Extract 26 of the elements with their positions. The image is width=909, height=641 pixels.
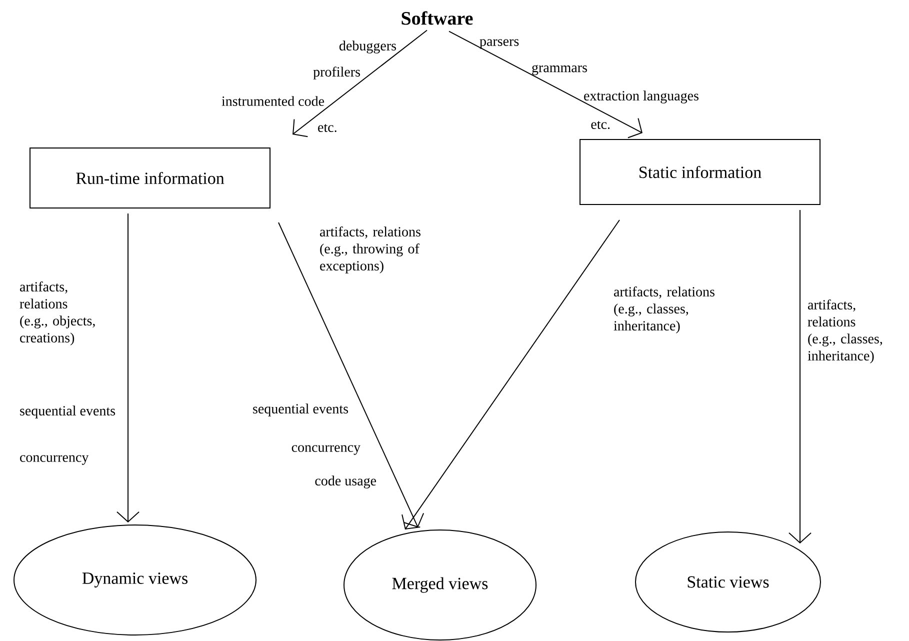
annotation-text: etc. — [591, 120, 610, 130]
annotation-text: profilers — [313, 66, 360, 80]
annotation-text: artifacts, relations (e.g., objects, creations) — [20, 282, 95, 346]
annotation-text: concurrency — [292, 445, 360, 455]
annotation-text: sequential events — [253, 404, 348, 416]
annotation-text: instrumented code — [222, 96, 324, 106]
annotation-text: artifacts, relations (e.g., throwing of exceptions) — [320, 226, 420, 274]
arrow — [278, 222, 424, 528]
process-box: Static information — [580, 139, 820, 205]
arrow — [448, 30, 642, 138]
annotation-text: parsers — [480, 39, 519, 49]
annotation-text: etc. — [318, 124, 336, 132]
arrow — [116, 213, 140, 522]
title-text: Software — [402, 11, 473, 25]
annotation-text: grammars — [532, 64, 587, 76]
process-box: Run-time information — [30, 148, 270, 208]
annotation-text: code usage — [315, 476, 376, 488]
arrow — [402, 220, 620, 530]
annotation-text: extraction languages — [584, 90, 698, 104]
arrow — [788, 210, 812, 544]
annotation-text: debuggers — [339, 40, 396, 54]
annotation-text: sequential events — [20, 406, 116, 418]
arrow — [292, 30, 428, 138]
annotation-text: artifacts, relations (e.g., classes, inheritance) — [808, 300, 882, 364]
annotation-text: concurrency — [20, 455, 89, 465]
annotation-text: artifacts, relations (e.g., classes, inheritance) — [614, 286, 714, 334]
